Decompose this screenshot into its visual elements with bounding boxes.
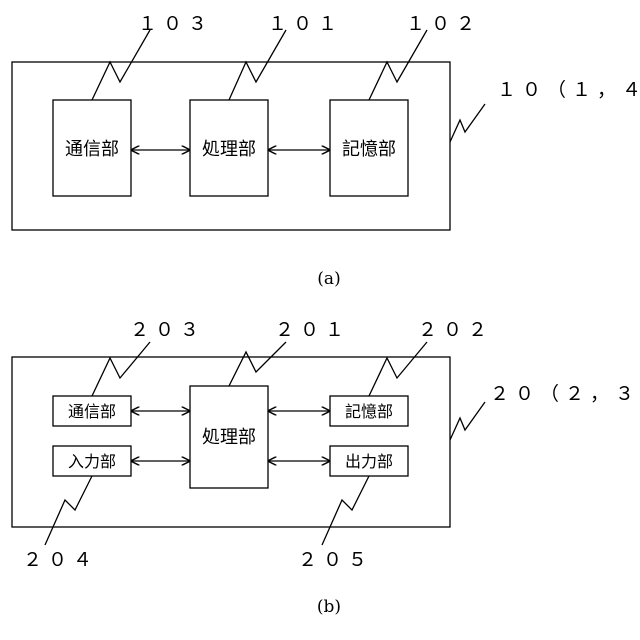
ref-204: ２０４ bbox=[23, 549, 98, 571]
storage-unit-label: 記憶部 bbox=[342, 139, 396, 160]
ref-103: １０３ bbox=[138, 13, 213, 35]
caption-a: (a) bbox=[317, 269, 340, 289]
ref-205: ２０５ bbox=[298, 549, 373, 571]
communication-unit-label: 通信部 bbox=[65, 139, 119, 160]
leader-line-20 bbox=[450, 402, 485, 440]
figure-a: 通信部 処理部 記憶部 １０３ １０１ １０２ １０（１，４） (a) bbox=[12, 13, 640, 289]
storage-unit-label: 記憶部 bbox=[345, 402, 393, 421]
processing-unit-label: 処理部 bbox=[202, 139, 256, 160]
ref-203: ２０３ bbox=[130, 319, 205, 341]
figure-b: 通信部 入力部 処理部 記憶部 出力部 ２０３ ２０１ ２０２ ２０（２，３） … bbox=[12, 319, 640, 617]
leader-line-10 bbox=[450, 104, 485, 142]
output-unit-label: 出力部 bbox=[345, 452, 393, 471]
ref-102: １０２ bbox=[406, 13, 481, 35]
communication-unit-label: 通信部 bbox=[68, 402, 116, 421]
ref-202: ２０２ bbox=[418, 319, 493, 341]
device-label-20: ２０（２，３） bbox=[490, 383, 640, 405]
ref-201: ２０１ bbox=[275, 319, 350, 341]
caption-b: (b) bbox=[317, 597, 341, 617]
device-label-10: １０（１，４） bbox=[497, 79, 640, 101]
ref-101: １０１ bbox=[268, 13, 343, 35]
processing-unit-label: 処理部 bbox=[202, 427, 256, 448]
input-unit-label: 入力部 bbox=[68, 452, 116, 471]
